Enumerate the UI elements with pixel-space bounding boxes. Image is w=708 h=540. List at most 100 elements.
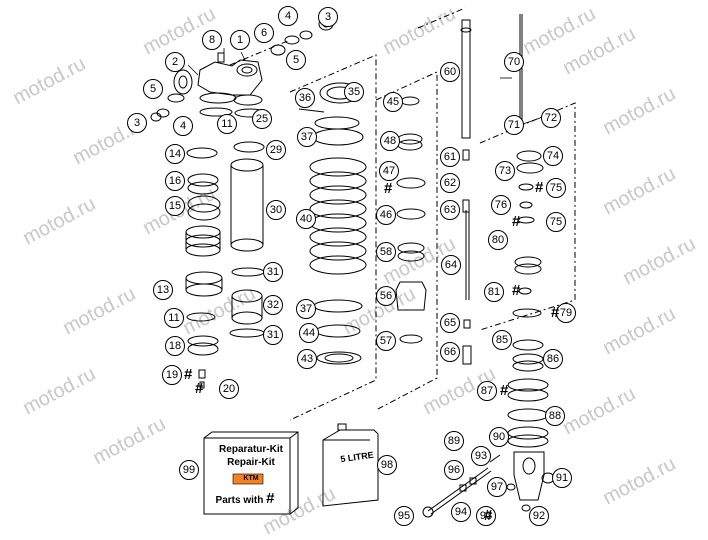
kit-box-shape: [203, 431, 299, 515]
damper-cylinder: [229, 108, 266, 338]
callout-32: 32: [263, 295, 283, 315]
callout-81: 81: [484, 282, 504, 302]
repair-kit-mark: #: [484, 507, 493, 524]
middle-column-parts: [395, 96, 427, 344]
callout-60: 60: [440, 62, 460, 82]
callout-31: 31: [263, 262, 283, 282]
callout-85: 85: [492, 330, 512, 350]
callout-45: 45: [383, 92, 403, 112]
callout-86: 86: [543, 349, 563, 369]
right-stack-parts: [507, 150, 549, 448]
ktm-logo-shape: [232, 473, 264, 485]
callout-14: 14: [165, 144, 185, 164]
callout-40: 40: [296, 209, 316, 229]
callout-25: 25: [252, 109, 272, 129]
callout-36: 36: [295, 88, 315, 108]
callout-71: 71: [504, 115, 524, 135]
callout-46: 46: [376, 205, 396, 225]
callout-15: 15: [165, 196, 185, 216]
callout-4: 4: [278, 6, 298, 26]
callout-75: 75: [546, 212, 566, 232]
callout-98: 98: [377, 455, 397, 475]
callout-13: 13: [153, 280, 173, 300]
top-mount-part: [197, 59, 263, 106]
callout-73: 73: [495, 161, 515, 181]
coil-spring: [298, 82, 367, 365]
callout-43: 43: [297, 349, 317, 369]
callout-58: 58: [376, 242, 396, 262]
callout-56: 56: [376, 286, 396, 306]
callout-93: 93: [476, 506, 496, 526]
callout-62: 62: [440, 173, 460, 193]
callout-72: 72: [541, 108, 561, 128]
callout-5: 5: [143, 79, 163, 99]
bearing-part: [150, 69, 193, 122]
callout-66: 66: [440, 342, 460, 362]
callout-31: 31: [263, 325, 283, 345]
oil-can-shape: [322, 423, 379, 507]
callout-99: 99: [179, 460, 199, 480]
callout-4: 4: [173, 116, 193, 136]
callout-47: 47: [379, 161, 399, 181]
callout-11: 11: [164, 308, 184, 328]
callout-87: 87: [477, 381, 497, 401]
callout-74: 74: [543, 146, 563, 166]
callout-29: 29: [266, 140, 286, 160]
callout-2: 2: [165, 52, 185, 72]
callout-94: 94: [451, 502, 471, 522]
callout-19: 19: [162, 365, 182, 385]
callout-65: 65: [440, 313, 460, 333]
repair-kit-mark: #: [535, 179, 544, 196]
callout-75: 75: [546, 178, 566, 198]
repair-kit-mark: #: [512, 282, 521, 299]
callout-63: 63: [440, 200, 460, 220]
callout-96: 96: [444, 460, 464, 480]
callout-80: 80: [488, 230, 508, 250]
clevis-part: [506, 451, 555, 512]
repair-kit-mark: #: [384, 180, 393, 197]
callout-44: 44: [299, 323, 319, 343]
callout-20: 20: [219, 379, 239, 399]
callout-37: 37: [296, 299, 316, 319]
callout-5: 5: [286, 50, 306, 70]
repair-kit-mark: #: [512, 213, 521, 230]
leader-lines: [187, 48, 541, 125]
callout-3: 3: [127, 113, 147, 133]
ktm-logo: KTM: [243, 475, 259, 482]
callout-91: 91: [552, 468, 572, 488]
callout-30: 30: [266, 200, 286, 220]
repair-kit-mark: #: [500, 382, 509, 399]
kit-title-de: Reparatur-Kit: [219, 444, 283, 455]
repair-kit-mark: #: [184, 366, 193, 383]
callout-61: 61: [440, 147, 460, 167]
callout-97: 97: [487, 477, 507, 497]
callout-8: 8: [202, 30, 222, 50]
repair-kit-box: Reparatur-Kit Repair-Kit KTM Parts with …: [204, 432, 298, 514]
callout-90: 90: [489, 427, 509, 447]
callout-57: 57: [376, 331, 396, 351]
kit-title-en: Repair-Kit: [227, 457, 275, 468]
repair-kit-mark: #: [551, 304, 560, 321]
callout-93: 93: [471, 446, 491, 466]
callout-89: 89: [444, 431, 464, 451]
callout-92: 92: [529, 506, 549, 526]
callout-35: 35: [344, 82, 364, 102]
repair-kit-mark: #: [195, 380, 204, 397]
callout-1: 1: [230, 30, 250, 50]
kit-parts-with: Parts with #: [215, 490, 275, 507]
piston-rod: [460, 19, 472, 365]
callout-11: 11: [217, 114, 237, 134]
callout-70: 70: [504, 52, 524, 72]
callout-3: 3: [318, 7, 338, 27]
callout-76: 76: [491, 195, 511, 215]
callout-88: 88: [545, 406, 565, 426]
bolt-part: [422, 454, 501, 518]
callout-48: 48: [380, 131, 400, 151]
callout-16: 16: [165, 171, 185, 191]
callout-64: 64: [441, 255, 461, 275]
callout-37: 37: [297, 127, 317, 147]
left-stack-parts: [185, 107, 233, 389]
callout-6: 6: [254, 23, 274, 43]
callout-95: 95: [394, 506, 414, 526]
